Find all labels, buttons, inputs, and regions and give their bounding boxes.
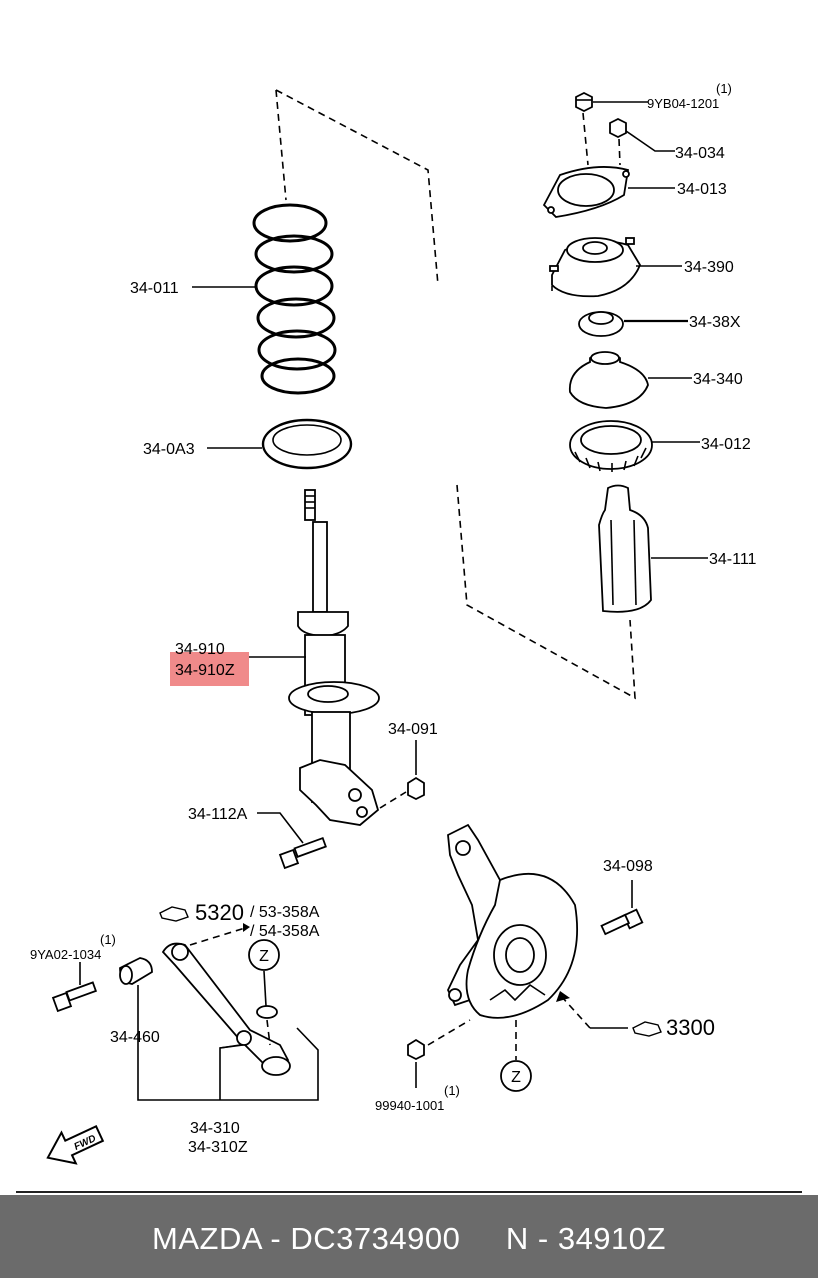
mount-plate-34-013[interactable]: [542, 166, 630, 218]
top-nut-9yb04[interactable]: [575, 91, 593, 113]
fwd-arrow-icon: FWD: [46, 1125, 105, 1165]
label-34-111: 34-111: [709, 551, 757, 568]
reference-book-icon-3300: [632, 1021, 662, 1037]
nut-99940[interactable]: [407, 1038, 425, 1061]
label-34-098: 34-098: [603, 858, 653, 875]
reference-book-icon-5320: [159, 906, 189, 922]
label-34-310z: 34-310Z: [188, 1139, 248, 1156]
nut-34-034[interactable]: [609, 117, 627, 139]
label-34-012: 34-012: [701, 436, 751, 453]
z-marker-left: Z: [248, 939, 280, 971]
footer-part-number: MAZDA - DC3734900 N - 34910Z: [152, 1221, 666, 1256]
label-34-091: 34-091: [388, 721, 438, 738]
bolt-9ya02[interactable]: [51, 981, 98, 1013]
coil-spring-34-011[interactable]: [252, 203, 337, 395]
label-top-nut-qty: (1): [716, 81, 732, 96]
label-ref-5320: 5320: [195, 900, 244, 925]
bound-stopper-34-111[interactable]: [598, 484, 652, 613]
label-34-38x: 34-38X: [689, 314, 741, 331]
bolt-34-098[interactable]: [600, 908, 644, 936]
label-bottom-nut-qty: (1): [444, 1083, 460, 1098]
label-ref-3300: 3300: [666, 1015, 715, 1040]
label-34-390: 34-390: [684, 259, 734, 276]
nut-34-091[interactable]: [407, 776, 425, 801]
label-bolt-left-qty: (1): [100, 932, 116, 947]
bushing-34-460[interactable]: [119, 957, 153, 985]
coil-insulator-34-012[interactable]: [569, 420, 653, 472]
bearing-34-38x[interactable]: [578, 311, 624, 337]
label-ref-53-358a: / 53-358A: [250, 904, 320, 921]
label-34-340: 34-340: [693, 371, 743, 388]
callout-bracket: [137, 985, 319, 1101]
ball-joint-boot[interactable]: [256, 1005, 278, 1019]
steering-knuckle[interactable]: [447, 823, 522, 1007]
label-34-013: 34-013: [677, 181, 727, 198]
label-9ya02-1034: 9YA02-1034: [30, 947, 101, 962]
label-99940-1001: 99940-1001: [375, 1098, 444, 1113]
parts-diagram: Z Z FWD (1) 9YB04-1201 34-034 34-013 34-…: [30, 81, 757, 1165]
label-34-910z: 34-910Z: [175, 662, 235, 679]
label-34-0a3: 34-0A3: [143, 441, 195, 458]
bolt-34-112a[interactable]: [278, 836, 327, 870]
label-34-112a: 34-112A: [188, 806, 248, 823]
highlight-34-910z: [170, 652, 249, 686]
footer-rule: [16, 1191, 802, 1193]
exploded-view-outline: [275, 89, 636, 700]
footer-bar: MAZDA - DC3734900 N - 34910Z: [0, 1191, 818, 1278]
dust-shield[interactable]: [465, 872, 578, 1019]
strut-mount-34-390[interactable]: [549, 237, 642, 298]
label-ref-54-358a: / 54-358A: [250, 923, 320, 940]
svg-text:Z: Z: [511, 1069, 521, 1086]
label-34-910: 34-910: [175, 641, 225, 658]
lower-arm-34-310[interactable]: [161, 942, 291, 1076]
spring-seat-34-340[interactable]: [568, 351, 649, 409]
label-9yb04-1201: 9YB04-1201: [647, 96, 719, 111]
label-34-034: 34-034: [675, 145, 725, 162]
z-marker-bottom: Z: [500, 1060, 532, 1092]
spring-seat-34-0a3[interactable]: [261, 418, 353, 470]
label-34-310: 34-310: [190, 1120, 240, 1137]
label-34-011: 34-011: [130, 280, 179, 297]
strut-assembly-34-910[interactable]: [288, 489, 380, 826]
label-34-460: 34-460: [110, 1029, 160, 1046]
svg-text:Z: Z: [259, 948, 269, 965]
